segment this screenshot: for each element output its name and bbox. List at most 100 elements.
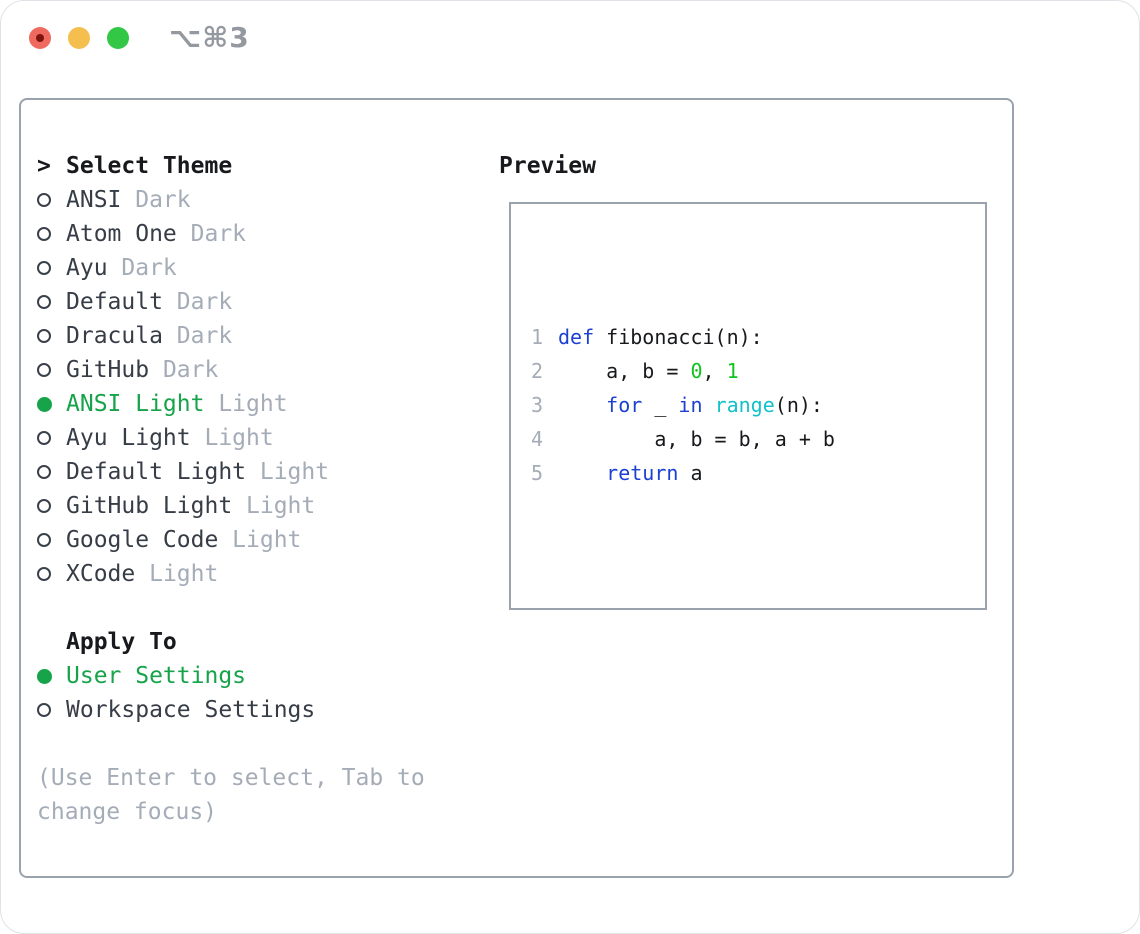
- theme-item-ansi[interactable]: ANSI Dark: [37, 183, 425, 217]
- theme-item-default[interactable]: Default Dark: [37, 285, 425, 319]
- radio-selected-icon: [37, 396, 66, 412]
- radio-selected-icon: [37, 668, 66, 684]
- theme-name: ANSI Light: [66, 391, 205, 417]
- theme-variant: Dark: [176, 323, 233, 349]
- theme-name: GitHub Light: [66, 493, 233, 519]
- theme-name: Atom One: [66, 221, 177, 247]
- theme-item-default-light[interactable]: Default Light Light: [37, 455, 425, 489]
- code-token: range: [714, 393, 775, 417]
- theme-item-atom-one[interactable]: Atom One Dark: [37, 217, 425, 251]
- theme-item-ansi-light[interactable]: ANSI Light Light: [37, 387, 425, 421]
- radio-icon: [37, 329, 66, 343]
- line-number: 4: [531, 427, 544, 451]
- code-line-4: 4 a, b = b, a + b: [531, 422, 985, 456]
- code-token: [703, 393, 715, 417]
- keyboard-shortcut-label: ⌥⌘3: [169, 21, 250, 54]
- theme-item-github-light[interactable]: GitHub Light Light: [37, 489, 425, 523]
- theme-variant: Dark: [162, 357, 219, 383]
- select-theme-title: Select Theme: [66, 153, 233, 179]
- theme-item-xcode[interactable]: XCode Light: [37, 557, 425, 591]
- code-line-3: 3 for _ in range(n):: [531, 388, 985, 422]
- theme-variant: Dark: [121, 255, 177, 281]
- line-number: 2: [531, 359, 544, 383]
- theme-item-github[interactable]: GitHub Dark: [37, 353, 425, 387]
- radio-icon: [37, 567, 66, 581]
- code-token: 1: [726, 359, 739, 383]
- code-token: [558, 461, 606, 485]
- code-line-5: 5 return a: [531, 456, 985, 490]
- radio-icon: [37, 533, 66, 547]
- theme-variant: Light: [218, 391, 288, 417]
- radio-icon: [37, 295, 66, 309]
- code-line-1: 1 def fibonacci(n):: [531, 320, 985, 354]
- theme-variant: Dark: [135, 187, 191, 213]
- theme-name: Default Light: [66, 459, 247, 485]
- help-text: (Use Enter to select, Tab to change focu…: [37, 761, 425, 829]
- apply-to-header: Apply To: [37, 625, 425, 659]
- radio-icon: [37, 703, 66, 717]
- spacer: [531, 558, 985, 592]
- maximize-button[interactable]: [107, 27, 129, 49]
- theme-name: Dracula: [66, 323, 163, 349]
- code-token: a, b = b, a + b: [558, 427, 835, 451]
- radio-icon: [37, 363, 66, 377]
- code-token: return: [606, 461, 679, 485]
- theme-name: Ayu Light: [66, 425, 191, 451]
- unsaved-dot-icon: [36, 34, 44, 42]
- select-theme-header: > Select Theme: [37, 149, 425, 183]
- theme-name: ANSI: [66, 187, 122, 213]
- apply-option-workspace-settings[interactable]: Workspace Settings: [37, 693, 425, 727]
- theme-name: Ayu: [66, 255, 108, 281]
- radio-icon: [37, 227, 66, 241]
- theme-variant: Light: [232, 527, 302, 553]
- radio-icon: [37, 261, 66, 275]
- help-line-2: change focus): [37, 799, 218, 825]
- focus-caret-icon: >: [37, 153, 51, 179]
- theme-name: Default: [66, 289, 163, 315]
- spacer: [37, 591, 425, 625]
- radio-icon: [37, 465, 66, 479]
- apply-to-title: Apply To: [66, 629, 177, 655]
- line-number: 1: [531, 325, 544, 349]
- theme-name: Google Code: [66, 527, 219, 553]
- code-token: fibonacci(n):: [594, 325, 763, 349]
- code-token: a, b =: [558, 359, 691, 383]
- minimize-button[interactable]: [68, 27, 90, 49]
- theme-name: XCode: [66, 561, 136, 587]
- code-token: ,: [702, 359, 727, 383]
- theme-item-dracula[interactable]: Dracula Dark: [37, 319, 425, 353]
- line-number: 3: [531, 393, 544, 417]
- theme-variant: Light: [149, 561, 219, 587]
- line-number: 5: [531, 461, 544, 485]
- code-token: a: [678, 461, 703, 485]
- code-token: def: [558, 325, 595, 349]
- theme-item-ayu[interactable]: Ayu Dark: [37, 251, 425, 285]
- code-token: [558, 393, 606, 417]
- code-preview: 1 def fibonacci(n): 2 a, b = 0, 1 3 for _ i…: [531, 320, 985, 490]
- radio-icon: [37, 499, 66, 513]
- theme-variant: Dark: [176, 289, 233, 315]
- theme-name: GitHub: [66, 357, 150, 383]
- preview-title: Preview: [499, 153, 596, 179]
- spacer: [37, 727, 425, 761]
- theme-variant: Light: [246, 493, 316, 519]
- code-token: _: [642, 393, 679, 417]
- theme-variant: Dark: [190, 221, 247, 247]
- code-token: 0: [690, 359, 703, 383]
- help-line-1: (Use Enter to select, Tab to: [37, 765, 425, 791]
- theme-item-google-code[interactable]: Google Code Light: [37, 523, 425, 557]
- code-token: in: [678, 393, 703, 417]
- apply-option-user-settings[interactable]: User Settings: [37, 659, 425, 693]
- titlebar: ⌥⌘3: [29, 21, 250, 54]
- apply-option-label: Workspace Settings: [66, 697, 316, 723]
- radio-icon: [37, 193, 66, 207]
- close-button[interactable]: [29, 27, 51, 49]
- apply-option-label: User Settings: [66, 663, 247, 689]
- theme-variant: Light: [259, 459, 330, 485]
- preview-box: 1 def fibonacci(n): 2 a, b = 0, 1 3 for _ i…: [509, 202, 987, 610]
